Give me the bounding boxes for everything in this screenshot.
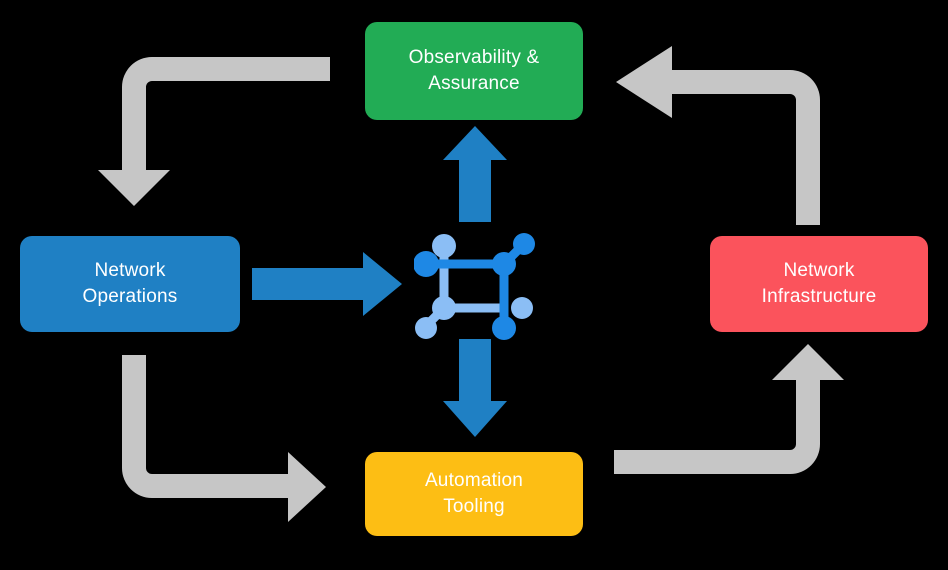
icon-nodes-dark — [414, 233, 535, 340]
box-observability-label: Observability & Assurance — [408, 47, 540, 94]
box-observability-assurance[interactable]: Observability & Assurance — [365, 22, 583, 120]
arrow-automation-to-infrastructure — [614, 344, 844, 474]
network-topology-icon — [414, 233, 535, 340]
box-automation-tooling[interactable]: Automation Tooling — [365, 452, 583, 536]
box-network-operations[interactable]: Network Operations — [20, 236, 240, 332]
arrow-infrastructure-to-observability — [616, 46, 820, 225]
box-network-infrastructure-label: Network Infrastructure — [761, 260, 877, 307]
box-network-operations-label: Network Operations — [82, 260, 178, 307]
arrow-observability-to-operations — [98, 57, 330, 206]
arrow-operations-to-center — [252, 252, 402, 316]
icon-nodes-light — [415, 234, 533, 339]
arrow-center-to-observability — [443, 126, 507, 222]
box-network-infrastructure[interactable]: Network Infrastructure — [710, 236, 928, 332]
box-automation-tooling-label: Automation Tooling — [424, 470, 524, 517]
arrow-operations-to-automation — [122, 355, 326, 522]
arrow-center-to-automation — [443, 339, 507, 437]
